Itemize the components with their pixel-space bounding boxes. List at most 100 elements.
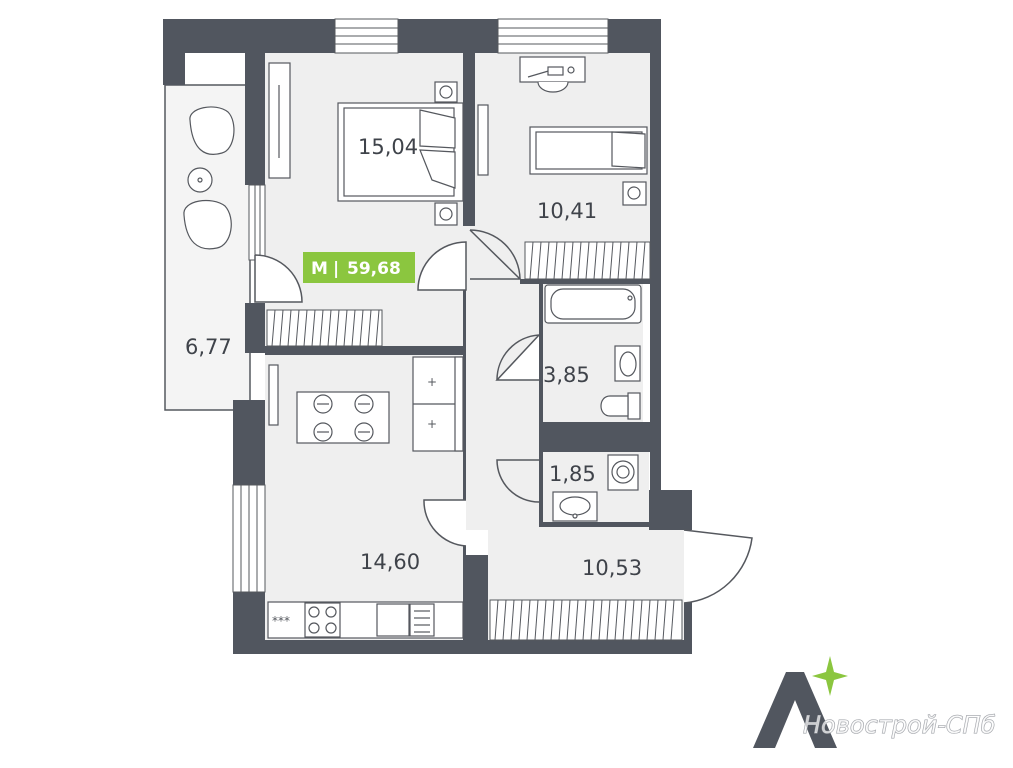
hatch-line bbox=[375, 309, 380, 347]
hatch-line bbox=[633, 241, 638, 280]
wall-right-bottom bbox=[684, 600, 692, 654]
kids-room-furniture bbox=[477, 56, 648, 206]
wardrobe-hatching bbox=[271, 241, 675, 641]
wall-top-middle bbox=[398, 19, 498, 53]
hatch-line bbox=[662, 599, 667, 641]
window-living bbox=[232, 484, 266, 593]
hatch-line bbox=[494, 599, 499, 641]
hatch-line bbox=[670, 599, 675, 641]
counter-dots-icon: *** bbox=[272, 614, 290, 628]
hatch-line bbox=[327, 309, 332, 347]
hatch-line bbox=[590, 599, 595, 641]
hatch-line bbox=[577, 241, 582, 280]
bedroom-furniture bbox=[268, 62, 464, 226]
drainer-icon bbox=[409, 603, 435, 637]
room-labels: 15,04 10,41 6,77 3,85 1,85 14,60 10,53 bbox=[185, 135, 642, 580]
wall-bedroom-kids bbox=[463, 53, 475, 226]
wardrobe-bedroom bbox=[266, 309, 383, 347]
hatch-line bbox=[502, 599, 507, 641]
kids-wardrobe bbox=[477, 104, 489, 176]
hatch-line bbox=[367, 309, 372, 347]
room-area-balcony: 6,77 bbox=[185, 335, 232, 359]
wall-right bbox=[650, 53, 661, 490]
hatch-line bbox=[311, 309, 316, 347]
chair-icon bbox=[537, 81, 569, 93]
door-entrance bbox=[683, 529, 753, 604]
hatch-line bbox=[601, 241, 606, 280]
hatch-line bbox=[295, 309, 300, 347]
hatch-line bbox=[319, 309, 324, 347]
window-balcony-door bbox=[248, 184, 266, 261]
kitchen-furniture: + + *** bbox=[267, 356, 464, 639]
hatch-line bbox=[646, 599, 651, 641]
wall-bottom bbox=[233, 640, 688, 654]
hatch-line bbox=[638, 599, 643, 641]
hatch-line bbox=[518, 599, 523, 641]
hatch-line bbox=[553, 241, 558, 280]
armchair-icon bbox=[189, 106, 235, 155]
watermark-text-fill: Новострой-СПб bbox=[803, 711, 996, 739]
hatch-line bbox=[569, 241, 574, 280]
dining-chairs bbox=[313, 394, 374, 442]
window-bedroom bbox=[334, 18, 399, 54]
hatch-line bbox=[545, 241, 550, 280]
hatch-line bbox=[542, 599, 547, 641]
hatch-line bbox=[359, 309, 364, 347]
wall-living-hall bbox=[463, 555, 488, 640]
hatch-line bbox=[574, 599, 579, 641]
hatch-line bbox=[606, 599, 611, 641]
pillow-icon bbox=[419, 109, 456, 149]
pillow-icon-2 bbox=[419, 149, 456, 189]
hatch-line bbox=[561, 241, 566, 280]
hatch-line bbox=[271, 309, 276, 347]
hatch-line bbox=[593, 241, 598, 280]
toilet-icon bbox=[600, 395, 629, 417]
badge-separator: | bbox=[333, 259, 339, 279]
armchair-icon-2 bbox=[183, 199, 232, 250]
hatch-line bbox=[609, 241, 614, 280]
hatch-line bbox=[585, 241, 590, 280]
hatch-line bbox=[335, 309, 340, 347]
kitchen-sink-icon bbox=[376, 603, 410, 637]
hatch-line bbox=[614, 599, 619, 641]
hatch-line bbox=[510, 599, 515, 641]
wall-living-left-upper bbox=[233, 400, 265, 485]
hatch-line bbox=[654, 599, 659, 641]
hatch-line bbox=[598, 599, 603, 641]
room-area-kids-room: 10,41 bbox=[537, 199, 597, 223]
badge-background bbox=[303, 252, 415, 283]
hatch-line bbox=[622, 599, 627, 641]
dining-table-icon bbox=[296, 391, 390, 444]
wall-kids-bath bbox=[520, 279, 650, 284]
watermark-text: Новострой-СПб bbox=[803, 711, 996, 739]
wall-left-top bbox=[163, 19, 185, 85]
hatch-line bbox=[279, 309, 284, 347]
hatch-line bbox=[343, 309, 348, 347]
wall-top-right bbox=[608, 19, 661, 53]
wall-bedroom-living bbox=[265, 346, 463, 355]
hatch-line bbox=[582, 599, 587, 641]
hatch-line bbox=[550, 599, 555, 641]
room-area-bathroom: 3,85 bbox=[543, 363, 590, 387]
door-living bbox=[423, 499, 467, 547]
hatch-line bbox=[351, 309, 356, 347]
watermark: Новострой-СПб Новострой-СПб bbox=[803, 711, 997, 740]
hatch-line bbox=[617, 241, 622, 280]
hatch-line bbox=[566, 599, 571, 641]
hatch-line bbox=[526, 599, 531, 641]
doors bbox=[254, 229, 753, 604]
toilet-tank-icon bbox=[627, 392, 641, 420]
sofa-cushion-icon: + bbox=[427, 375, 437, 389]
door-kids-room bbox=[469, 229, 521, 280]
wall-top-left bbox=[163, 19, 335, 53]
hatch-line bbox=[558, 599, 563, 641]
walls bbox=[163, 19, 692, 654]
room-area-hall: 10,53 bbox=[582, 556, 642, 580]
hatch-line bbox=[630, 599, 635, 641]
door-wc bbox=[496, 459, 540, 503]
wall-wc-bottom bbox=[539, 522, 649, 527]
hatch-line bbox=[534, 599, 539, 641]
wall-living-corridor bbox=[463, 290, 466, 640]
kids-pillow-icon bbox=[611, 131, 646, 169]
hatch-line bbox=[287, 309, 292, 347]
